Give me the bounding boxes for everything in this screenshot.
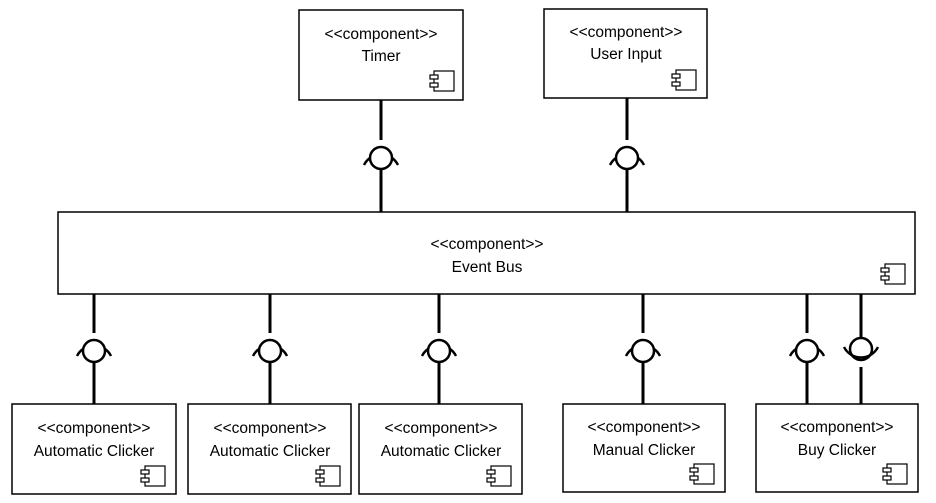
connector-user-input-event-bus	[608, 98, 646, 212]
connector-event-bus-buy-clicker	[788, 294, 826, 404]
component-icon	[429, 70, 455, 92]
stereotype-label: <<component>>	[38, 420, 151, 437]
component-icon	[671, 69, 697, 91]
stereotype-label: <<component>>	[781, 419, 894, 436]
component-icon	[880, 263, 906, 285]
component-icon	[486, 465, 512, 487]
component-name: Manual Clicker	[593, 442, 696, 459]
stereotype-label: <<component>>	[385, 420, 498, 437]
stereotype-label: <<component>>	[325, 26, 438, 43]
component-name: Automatic Clicker	[34, 443, 155, 460]
component-automatic-clicker-1[interactable]: <<component>> Automatic Clicker	[11, 403, 177, 495]
stereotype-label: <<component>>	[588, 419, 701, 436]
connector-event-bus-auto-clicker-2	[251, 294, 289, 404]
component-icon	[140, 465, 166, 487]
stereotype-label: <<component>>	[431, 236, 544, 253]
connector-event-bus-auto-clicker-3	[420, 294, 458, 404]
component-icon	[315, 465, 341, 487]
component-name: Event Bus	[452, 259, 523, 276]
connector-timer-event-bus	[362, 100, 400, 212]
component-automatic-clicker-3[interactable]: <<component>> Automatic Clicker	[358, 403, 523, 495]
component-automatic-clicker-2[interactable]: <<component>> Automatic Clicker	[187, 403, 352, 495]
component-name: User Input	[590, 46, 662, 63]
component-event-bus[interactable]: <<component>> Event Bus	[57, 211, 916, 295]
stereotype-label: <<component>>	[214, 420, 327, 437]
component-timer[interactable]: <<component>> Timer	[298, 9, 464, 101]
component-icon	[882, 463, 908, 485]
component-name: Automatic Clicker	[381, 443, 502, 460]
component-name: Automatic Clicker	[210, 443, 331, 460]
component-name: Timer	[361, 48, 400, 65]
component-user-input[interactable]: <<component>> User Input	[543, 8, 708, 99]
component-buy-clicker[interactable]: <<component>> Buy Clicker	[755, 403, 919, 493]
component-name: Buy Clicker	[798, 442, 876, 459]
component-manual-clicker[interactable]: <<component>> Manual Clicker	[562, 403, 726, 493]
connector-buy-clicker-event-bus	[842, 294, 880, 404]
component-icon	[689, 463, 715, 485]
connector-event-bus-auto-clicker-1	[75, 294, 113, 404]
stereotype-label: <<component>>	[570, 24, 683, 41]
connector-event-bus-manual-clicker	[624, 294, 662, 404]
